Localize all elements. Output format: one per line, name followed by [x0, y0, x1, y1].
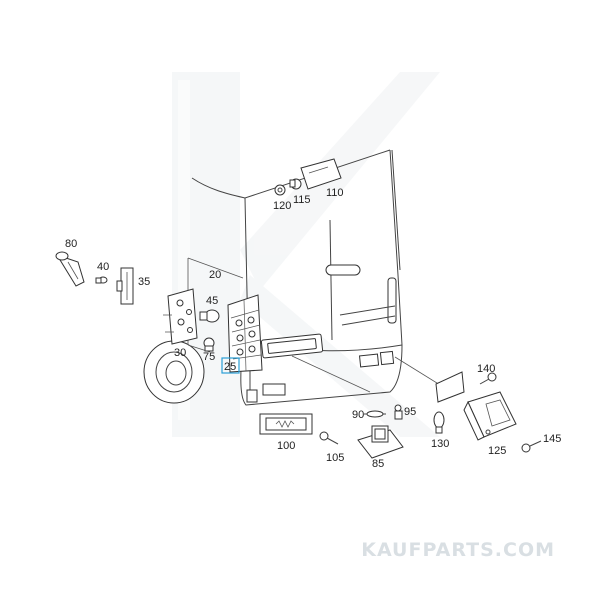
bulb-45: [199, 309, 220, 323]
callout-100[interactable]: 100: [277, 440, 295, 452]
watermark-logo: [172, 72, 440, 437]
festoon-bulb-90: [364, 410, 386, 418]
license-plate-lamp-100: [259, 413, 313, 435]
callout-75[interactable]: 75: [203, 351, 215, 363]
socket-35: [116, 267, 134, 305]
callout-140[interactable]: 140: [477, 363, 495, 375]
callout-95[interactable]: 95: [404, 406, 416, 418]
screw-105: [319, 431, 339, 445]
side-marker-lamp-80: [55, 251, 85, 287]
bulb-115: [289, 178, 302, 190]
vehicle-rear-body: [191, 149, 446, 406]
highlight-box-25: [221, 357, 240, 374]
watermark-text: KAUFPARTS.COM: [361, 539, 555, 561]
callout-25[interactable]: 25: [224, 361, 236, 373]
bulb-holder-95: [394, 404, 403, 420]
callout-30[interactable]: 30: [174, 347, 186, 359]
callout-145[interactable]: 145: [543, 433, 561, 445]
callout-125[interactable]: 125: [488, 445, 506, 457]
callout-45[interactable]: 45: [206, 295, 218, 307]
callout-130[interactable]: 130: [431, 438, 449, 450]
interior-lamp-110: [300, 158, 342, 190]
lamp-holder-30: [163, 288, 198, 345]
rear-lamp-cluster-25: [227, 294, 263, 373]
callout-80[interactable]: 80: [65, 238, 77, 250]
spare-tire: [143, 340, 205, 404]
callout-120[interactable]: 120: [273, 200, 291, 212]
callout-40[interactable]: 40: [97, 261, 109, 273]
callout-20[interactable]: 20: [209, 269, 221, 281]
fog-lamp-125: [463, 391, 517, 441]
callout-105[interactable]: 105: [326, 452, 344, 464]
callout-labels: 80 40 35 20 45 30 75 25 120 115 110 100 …: [65, 187, 561, 470]
screw-145: [521, 440, 542, 453]
callout-115[interactable]: 115: [293, 194, 311, 206]
callout-35[interactable]: 35: [138, 276, 150, 288]
bulb-130: [433, 411, 445, 434]
bracket-140: [435, 371, 497, 403]
callout-110[interactable]: 110: [326, 187, 344, 199]
lamp-85: [357, 425, 404, 459]
callout-85[interactable]: 85: [372, 458, 384, 470]
bulb-120: [274, 184, 286, 196]
callout-90[interactable]: 90: [352, 409, 364, 421]
bulb-75: [203, 337, 215, 352]
bulb-40: [95, 276, 108, 284]
